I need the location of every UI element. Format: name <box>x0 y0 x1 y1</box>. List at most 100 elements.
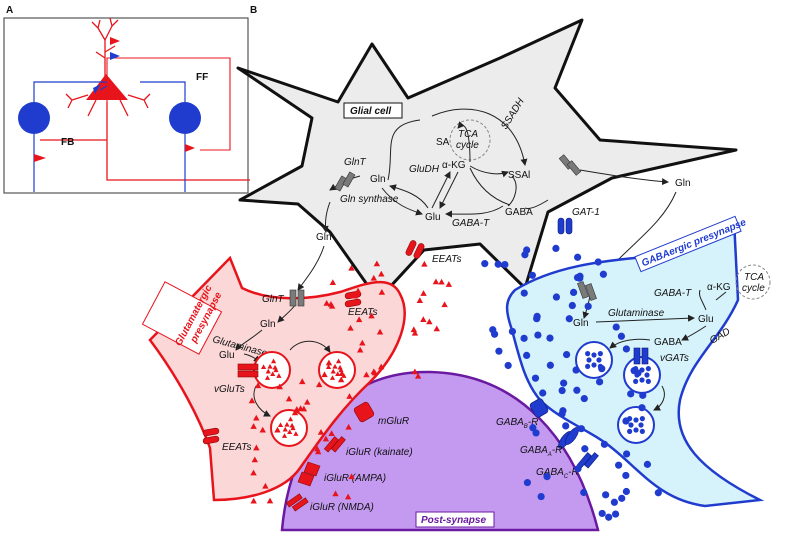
gaba-vesicle-molecule <box>638 422 644 428</box>
gaba-molecule <box>508 327 517 336</box>
glutamate-molecule <box>363 371 370 378</box>
glutamate-molecule <box>270 371 276 377</box>
glutamate-molecule <box>347 324 354 331</box>
glutamate-molecule <box>284 421 290 427</box>
gaba-molecule <box>598 509 606 518</box>
glutamate-molecule <box>317 429 325 435</box>
glutamate-molecule <box>378 270 385 277</box>
glutamate-molecule <box>316 381 323 388</box>
gaba-glutaminase: Glutaminase <box>608 308 665 319</box>
gaba-molecule <box>558 386 566 395</box>
gaba-vesicle-molecule <box>627 428 633 434</box>
gaba-vesicle-molecule <box>639 416 645 422</box>
gaba-molecule <box>595 378 604 386</box>
gaba-molecule <box>610 498 618 506</box>
glutamate-molecule <box>328 430 335 437</box>
kainate-label: iGluR (kainate) <box>346 447 413 458</box>
gaba-molecule <box>580 488 588 497</box>
gaba-molecule <box>533 315 541 323</box>
gaba-molecule <box>546 334 554 342</box>
fb-interneuron <box>18 102 50 134</box>
glutamate-molecule <box>267 363 273 369</box>
gaba-molecule <box>639 391 647 399</box>
gaba-molecule <box>612 323 620 331</box>
vglut-transporter <box>237 363 259 378</box>
gaba-molecule <box>573 386 581 394</box>
glutamate-molecule <box>416 297 424 303</box>
gaba-arrows <box>582 289 727 411</box>
nmda-label: iGluR (NMDA) <box>310 502 374 513</box>
glutamate-molecule <box>304 398 311 405</box>
glutamate-molecule <box>420 290 427 296</box>
glial-gaba: GABA <box>505 207 533 218</box>
glutamate-molecule <box>250 497 257 504</box>
post-title-box <box>415 511 495 528</box>
glutamate-molecule <box>337 376 345 383</box>
glutamate-molecule <box>332 363 338 369</box>
gaba-molecule <box>546 361 554 369</box>
gaba-vesicle-molecule <box>645 366 651 372</box>
glutamate-molecule <box>277 422 284 428</box>
glutamate-molecule <box>259 426 266 433</box>
gaba-molecule <box>602 491 610 499</box>
glutamate-molecule <box>376 328 384 335</box>
interneuron-axons <box>33 81 186 192</box>
glutamate-molecule <box>265 368 271 374</box>
gaba-vesicle-molecule <box>633 427 639 433</box>
glutamate-molecule <box>351 292 358 299</box>
glutamate-molecule <box>299 378 306 385</box>
glutamate-molecule <box>325 364 332 370</box>
glial-sa: SA <box>436 137 450 148</box>
glutamate-molecule <box>332 490 339 497</box>
soma-blue-synapse <box>93 84 101 94</box>
glutamate-molecule <box>373 260 381 267</box>
nmda-receptor <box>285 493 309 512</box>
glutamate-molecule <box>281 433 288 438</box>
post-title: Post-synapse <box>421 515 486 526</box>
gaba-molecule <box>598 365 606 373</box>
glial-gaba-t: GABA-T <box>452 218 490 229</box>
gaba-a-receptor <box>558 427 579 449</box>
ff-interneuron <box>169 102 201 134</box>
glut-title-box <box>141 281 223 355</box>
gaba-molecule <box>572 366 580 374</box>
gaba-vesicle-molecule <box>597 351 603 357</box>
panel-b-label: B <box>250 5 257 16</box>
gaba-molecule <box>504 361 512 370</box>
gaba-vgats: vGATs <box>660 353 689 364</box>
gaba-molecule <box>615 461 623 469</box>
glutamate-molecule <box>291 409 299 416</box>
gaba-vesicle-molecule <box>628 422 634 428</box>
glut-glnt-transporter <box>289 289 305 307</box>
gaba-gln: Gln <box>573 318 589 329</box>
glut-glu: Glu <box>219 350 235 361</box>
glial-gln-out-right: Gln <box>675 178 691 189</box>
gaba-molecule <box>501 260 509 269</box>
mglur-label: mGluR <box>378 416 409 427</box>
glutamate-molecule <box>420 316 427 323</box>
gaba-molecule <box>643 460 652 468</box>
glutamate-molecule <box>262 482 269 489</box>
pyramidal-neuron <box>40 17 250 181</box>
glutamate-molecule <box>325 359 333 366</box>
glutamate-molecule <box>282 426 288 432</box>
gaba-vesicle-molecule <box>639 377 645 383</box>
gaba-molecule <box>622 487 630 496</box>
ampa-receptor <box>297 461 321 487</box>
gaba-molecule <box>599 270 607 278</box>
glutamate-molecule <box>314 445 321 452</box>
glial-title-box <box>343 102 403 119</box>
glutamate-molecule <box>438 278 445 285</box>
glutamate-molecule <box>368 312 375 319</box>
gaba-molecule <box>573 273 582 282</box>
gaba-vesicle-molecule <box>585 351 591 357</box>
gaba-molecule <box>617 332 626 340</box>
glutamate-molecule <box>370 368 377 375</box>
gaba-c-label: GABAC-R <box>536 467 579 480</box>
glut-vesicle-contents <box>260 358 347 438</box>
gaba-molecule <box>531 374 540 382</box>
gaba-vesicle-contents <box>585 351 651 434</box>
gaba-molecule <box>627 390 635 398</box>
glutamate-molecules <box>248 260 453 504</box>
glutamate-molecule <box>344 493 352 500</box>
